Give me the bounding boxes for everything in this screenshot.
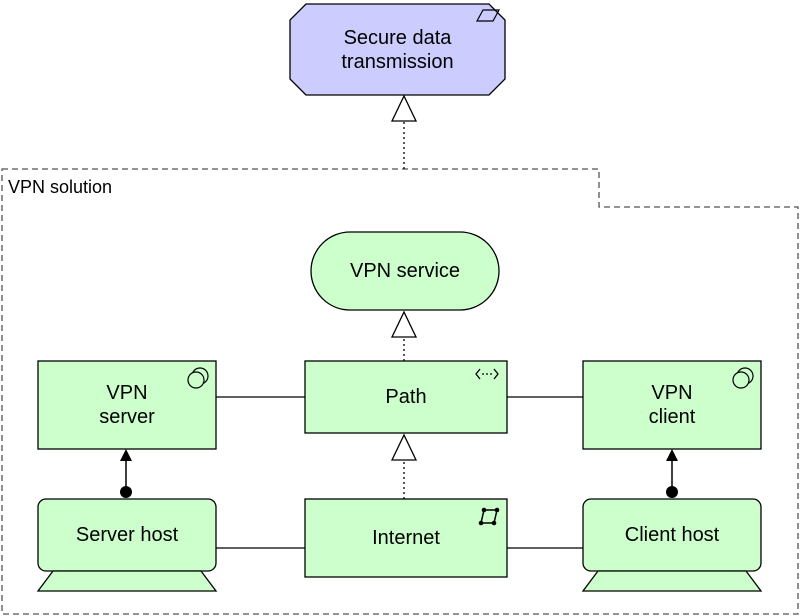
path-icon — [475, 368, 499, 380]
vpn-client[interactable] — [582, 360, 762, 450]
realization-arrowhead-path — [390, 433, 418, 461]
communication-network-icon — [478, 507, 500, 526]
client-host-base — [581, 570, 763, 592]
internet-node[interactable] — [304, 498, 508, 578]
parallelogram-icon — [475, 9, 501, 22]
server-host[interactable] — [37, 498, 217, 572]
realization-arrowhead-goal — [390, 94, 418, 122]
assignment-arrowhead-client — [666, 449, 678, 461]
group-label: VPN solution — [8, 177, 113, 197]
group-vpn-solution — [1, 168, 799, 615]
realization-arrowhead-service — [390, 310, 418, 338]
client-host[interactable] — [582, 498, 762, 572]
server-host-base — [36, 570, 218, 592]
goal-secure-data-transmission[interactable] — [289, 3, 506, 96]
vpn-server[interactable] — [37, 360, 217, 450]
assignment-dot-client — [666, 486, 678, 498]
assignment-dot-server — [120, 486, 132, 498]
system-software-icon — [187, 367, 209, 389]
vpn-service[interactable] — [310, 231, 500, 311]
system-software-icon — [732, 367, 754, 389]
assignment-arrowhead-server — [120, 449, 132, 461]
path-node[interactable] — [304, 360, 508, 434]
